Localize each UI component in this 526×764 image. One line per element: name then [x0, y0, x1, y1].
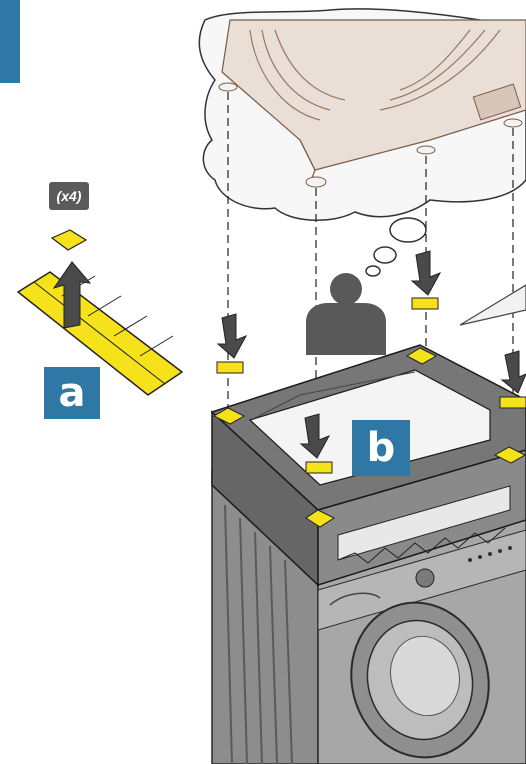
down-arrow-icon	[216, 250, 526, 459]
step-a-label: a	[44, 367, 100, 419]
section-tab	[0, 0, 20, 83]
frame-pads	[212, 347, 526, 528]
up-arrow-icon	[52, 261, 92, 329]
adhesive-pad-sheet	[16, 229, 184, 396]
falling-pads	[216, 297, 526, 474]
quantity-badge: (x4)	[49, 182, 89, 210]
thought-trail	[365, 217, 427, 277]
viewpoint-indicator	[459, 284, 526, 326]
person-icon	[306, 273, 386, 355]
step-b-label: b	[352, 420, 410, 476]
thought-bubble	[198, 8, 526, 221]
washing-machine	[211, 468, 526, 764]
